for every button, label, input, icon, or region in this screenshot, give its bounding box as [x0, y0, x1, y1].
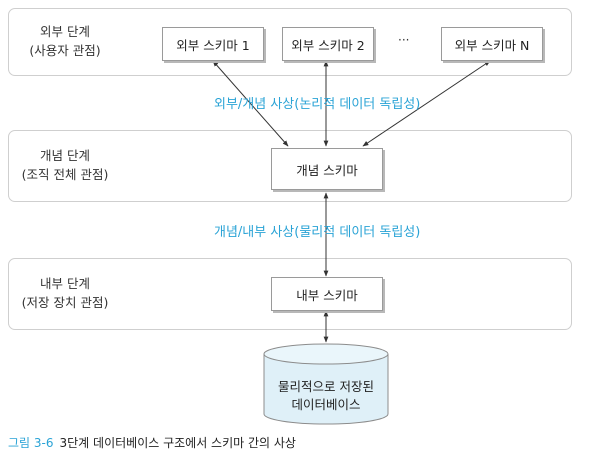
database-label: 물리적으로 저장된 데이터베이스 — [264, 378, 388, 414]
external-level-title: 외부 단계 — [40, 24, 90, 39]
conceptual-level-subtitle: (조직 전체 관점) — [21, 167, 109, 182]
external-schema-1-label: 외부 스키마 1 — [176, 37, 250, 53]
figure-caption-text: 3단계 데이터베이스 구조에서 스키마 간의 사상 — [59, 436, 296, 450]
internal-level-title: 내부 단계 — [40, 276, 90, 291]
database-label-line1: 물리적으로 저장된 — [278, 379, 374, 394]
conceptual-internal-mapping-label: 개념/내부 사상(물리적 데이터 독립성) — [214, 225, 421, 240]
external-schema-2-box: 외부 스키마 2 — [282, 27, 374, 61]
figure-caption: 그림 3-6 3단계 데이터베이스 구조에서 스키마 간의 사상 — [8, 434, 296, 451]
external-schema-n-label: 외부 스키마 N — [454, 37, 530, 53]
external-schema-2-label: 외부 스키마 2 — [291, 37, 365, 53]
internal-schema-box: 내부 스키마 — [271, 277, 383, 311]
figure-number: 그림 3-6 — [8, 436, 54, 450]
internal-schema-label: 내부 스키마 — [296, 287, 358, 303]
conceptual-level-label: 개념 단계 (조직 전체 관점) — [9, 146, 121, 184]
external-conceptual-mapping-label: 외부/개념 사상(논리적 데이터 독립성) — [214, 97, 421, 112]
internal-level-subtitle: (저장 장치 관점) — [21, 295, 109, 310]
database-cylinder-icon — [263, 343, 389, 425]
ellipsis: ··· — [398, 33, 410, 47]
external-level-subtitle: (사용자 관점) — [29, 43, 101, 58]
database-label-line2: 데이터베이스 — [291, 397, 361, 412]
conceptual-schema-label: 개념 스키마 — [296, 162, 358, 178]
arrow-external1-conceptual — [212, 60, 289, 147]
external-schema-1-box: 외부 스키마 1 — [162, 27, 264, 61]
arrow-externalN-conceptual — [362, 60, 491, 147]
external-schema-n-box: 외부 스키마 N — [441, 27, 543, 61]
conceptual-schema-box: 개념 스키마 — [271, 148, 383, 190]
external-level-label: 외부 단계 (사용자 관점) — [9, 22, 121, 60]
conceptual-level-title: 개념 단계 — [40, 148, 90, 163]
internal-level-label: 내부 단계 (저장 장치 관점) — [9, 274, 121, 312]
